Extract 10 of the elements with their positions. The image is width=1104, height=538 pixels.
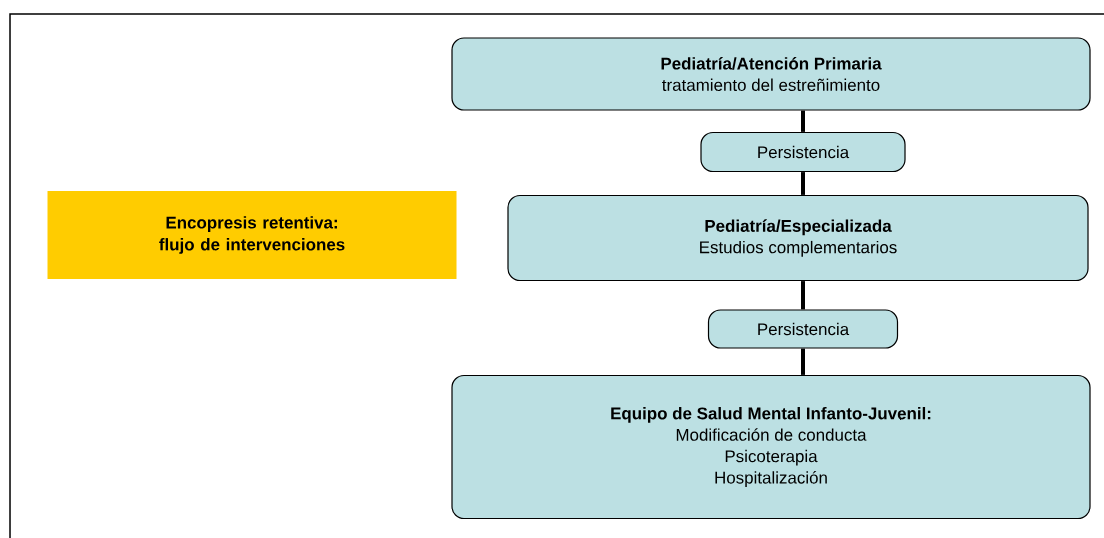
- connector-line: [801, 281, 805, 310]
- connector-line: [801, 110, 805, 132]
- process-box: Equipo de Salud Mental Infanto-Juvenil: Modificación de conducta Psicoterapia Hospitalización: [451, 374, 1091, 520]
- condition-box: Persistencia: [707, 309, 899, 349]
- process-box: Pediatría/Atención Primaria tratamiento del estreñimiento: [451, 37, 1091, 111]
- connector-line: [801, 348, 805, 375]
- title-banner: Encopresis retentiva: flujo de intervenciones: [47, 191, 457, 279]
- condition-box: Persistencia: [700, 131, 906, 173]
- connector-line: [801, 172, 805, 195]
- process-box: Pediatría/Especializada Estudios complementarios: [507, 194, 1089, 282]
